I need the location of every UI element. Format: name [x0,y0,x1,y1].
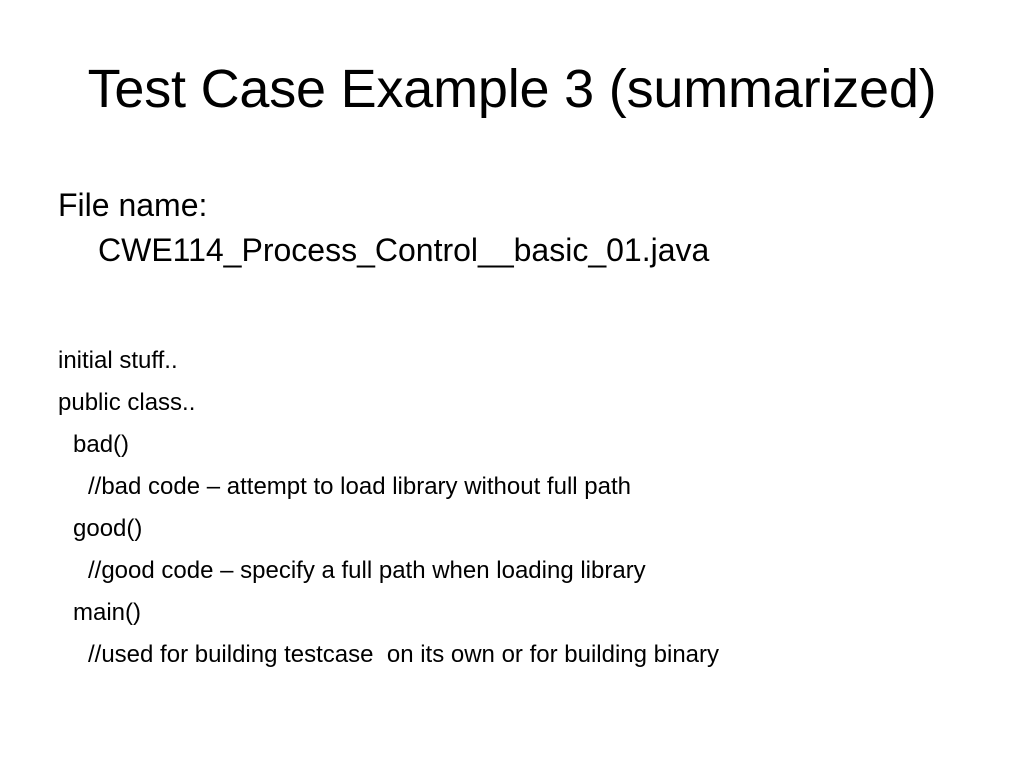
code-line: good() [73,515,143,542]
page-title: Test Case Example 3 (summarized) [87,59,937,119]
file-name-value: CWE114_Process_Control__basic_01.java [98,232,710,268]
code-line: public class.. [58,389,196,416]
code-line: //good code – specify a full path when l… [88,557,646,584]
code-line: //used for building testcase on its own … [88,641,720,668]
code-line: //bad code – attempt to load library wit… [88,473,631,500]
code-summary-block: initial stuff.. public class.. bad() //b… [58,340,988,676]
code-line: bad() [73,431,130,458]
code-line: main() [73,599,142,626]
file-name-block: File name: CWE114_Process_Control__basic… [58,183,958,273]
code-line: initial stuff.. [58,347,178,374]
file-name-label: File name: [58,187,208,223]
